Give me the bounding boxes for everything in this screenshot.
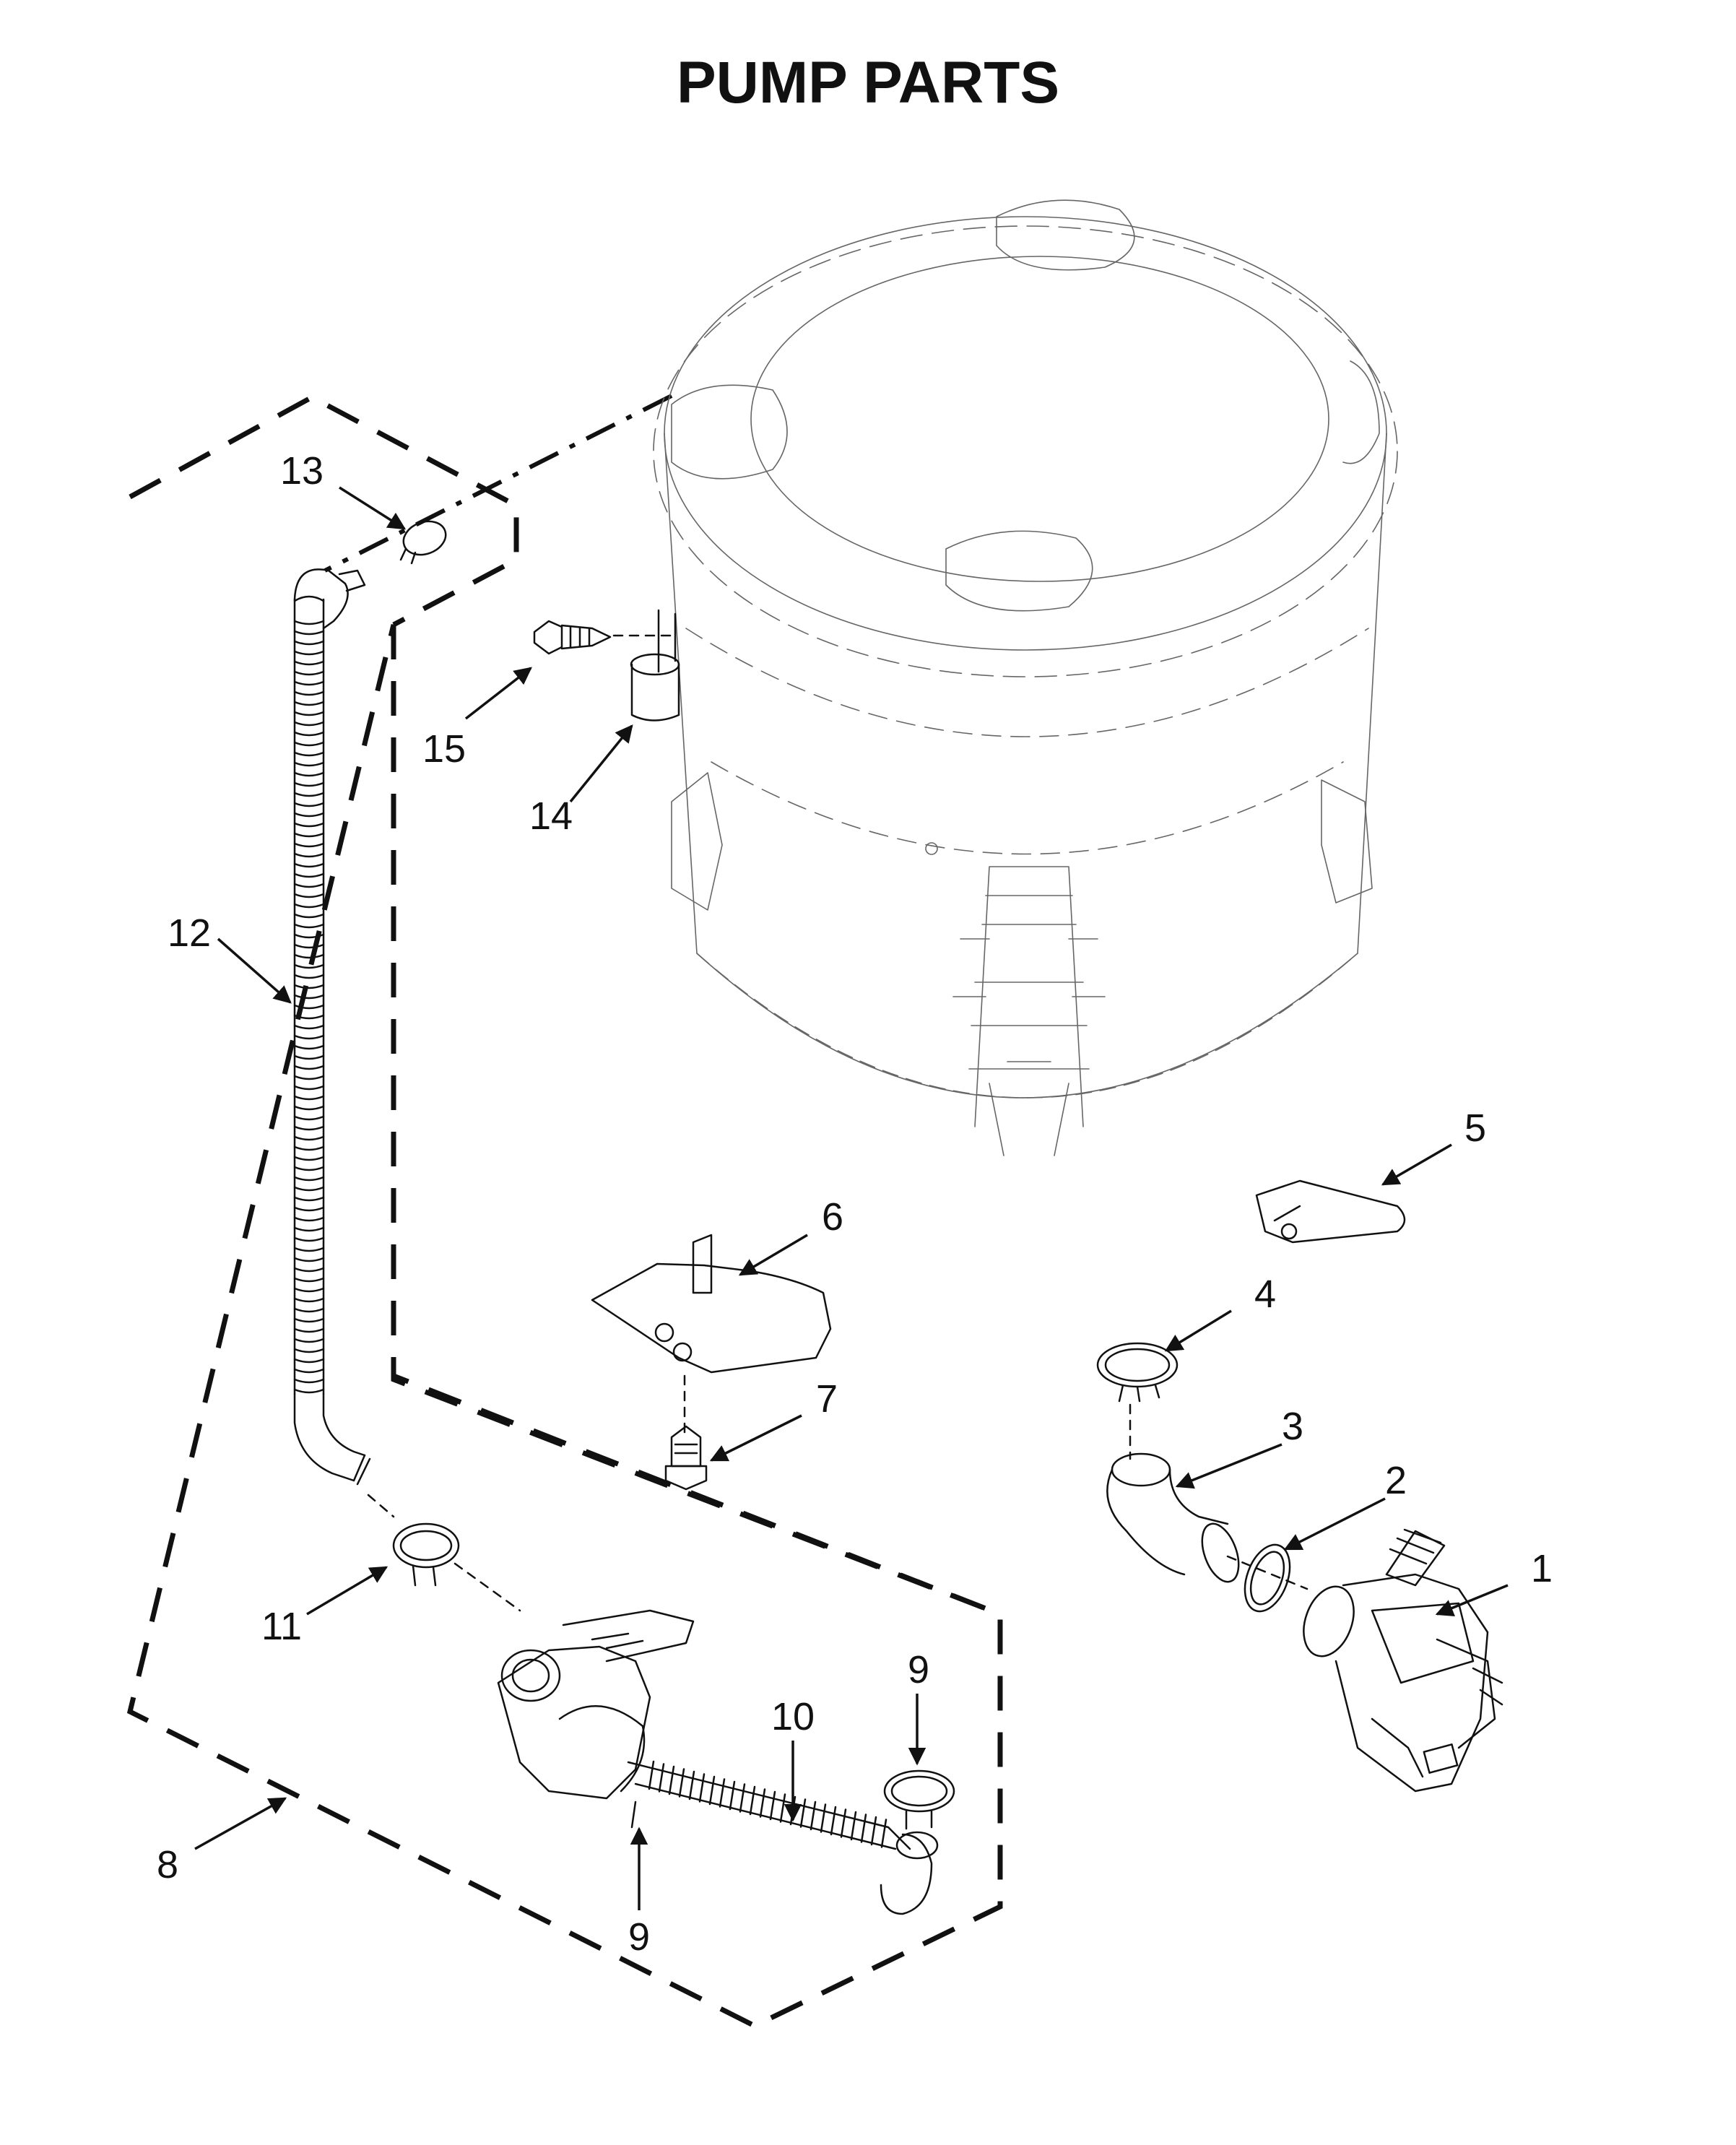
page-title: PUMP PARTS xyxy=(677,50,1059,116)
callout-3: 3 xyxy=(1282,1405,1303,1448)
alignment-line-tub-hose xyxy=(324,394,673,573)
callout-4: 4 xyxy=(1254,1273,1276,1316)
screw-part-15 xyxy=(533,620,673,655)
hose-clamp-part-4 xyxy=(1096,1342,1179,1460)
callout-14: 14 xyxy=(529,794,573,838)
callout-6: 6 xyxy=(822,1195,843,1239)
hose-clamp-part-11 xyxy=(367,1494,521,1612)
callout-8: 8 xyxy=(157,1843,178,1886)
drain-hose-part-10-corrugations xyxy=(648,1760,887,1848)
screw-part-7 xyxy=(664,1425,708,1491)
callout-7: 7 xyxy=(816,1377,838,1421)
hose-clamp-part-2 xyxy=(1226,1543,1308,1613)
elbow-hose-part-3 xyxy=(1106,1452,1240,1583)
callout-5: 5 xyxy=(1464,1106,1486,1150)
callout-1: 1 xyxy=(1531,1547,1553,1590)
pump-housing-and-hose-part-10 xyxy=(497,1609,939,1915)
callout-15: 15 xyxy=(422,727,466,771)
drain-hose-corrugations xyxy=(293,620,325,1394)
clip-part-14 xyxy=(630,609,680,722)
bracket-part-6 xyxy=(591,1234,832,1435)
drain-hose-part-12 xyxy=(293,568,371,1486)
hose-clamp-part-9-right xyxy=(883,1769,955,1830)
callout-9b: 9 xyxy=(628,1915,650,1959)
callout-12: 12 xyxy=(168,911,211,955)
callout-leaders xyxy=(194,486,1509,1910)
assembly-boundary-outer xyxy=(126,394,1003,2029)
cover-part-5 xyxy=(1255,1179,1406,1244)
callout-2: 2 xyxy=(1385,1459,1407,1502)
callout-9a: 9 xyxy=(908,1648,929,1691)
drain-pump-part-1 xyxy=(1303,1528,1503,1793)
assembly-boundary-inner xyxy=(391,625,1002,1617)
wash-tub-outline xyxy=(653,199,1398,1156)
callout-labels: 1 2 3 4 5 6 7 8 9 9 10 11 12 13 14 15 xyxy=(157,449,1553,1959)
callout-10: 10 xyxy=(771,1695,815,1738)
callout-13: 13 xyxy=(280,449,324,493)
callout-11: 11 xyxy=(261,1605,302,1648)
hose-clamp-part-13 xyxy=(399,520,447,565)
